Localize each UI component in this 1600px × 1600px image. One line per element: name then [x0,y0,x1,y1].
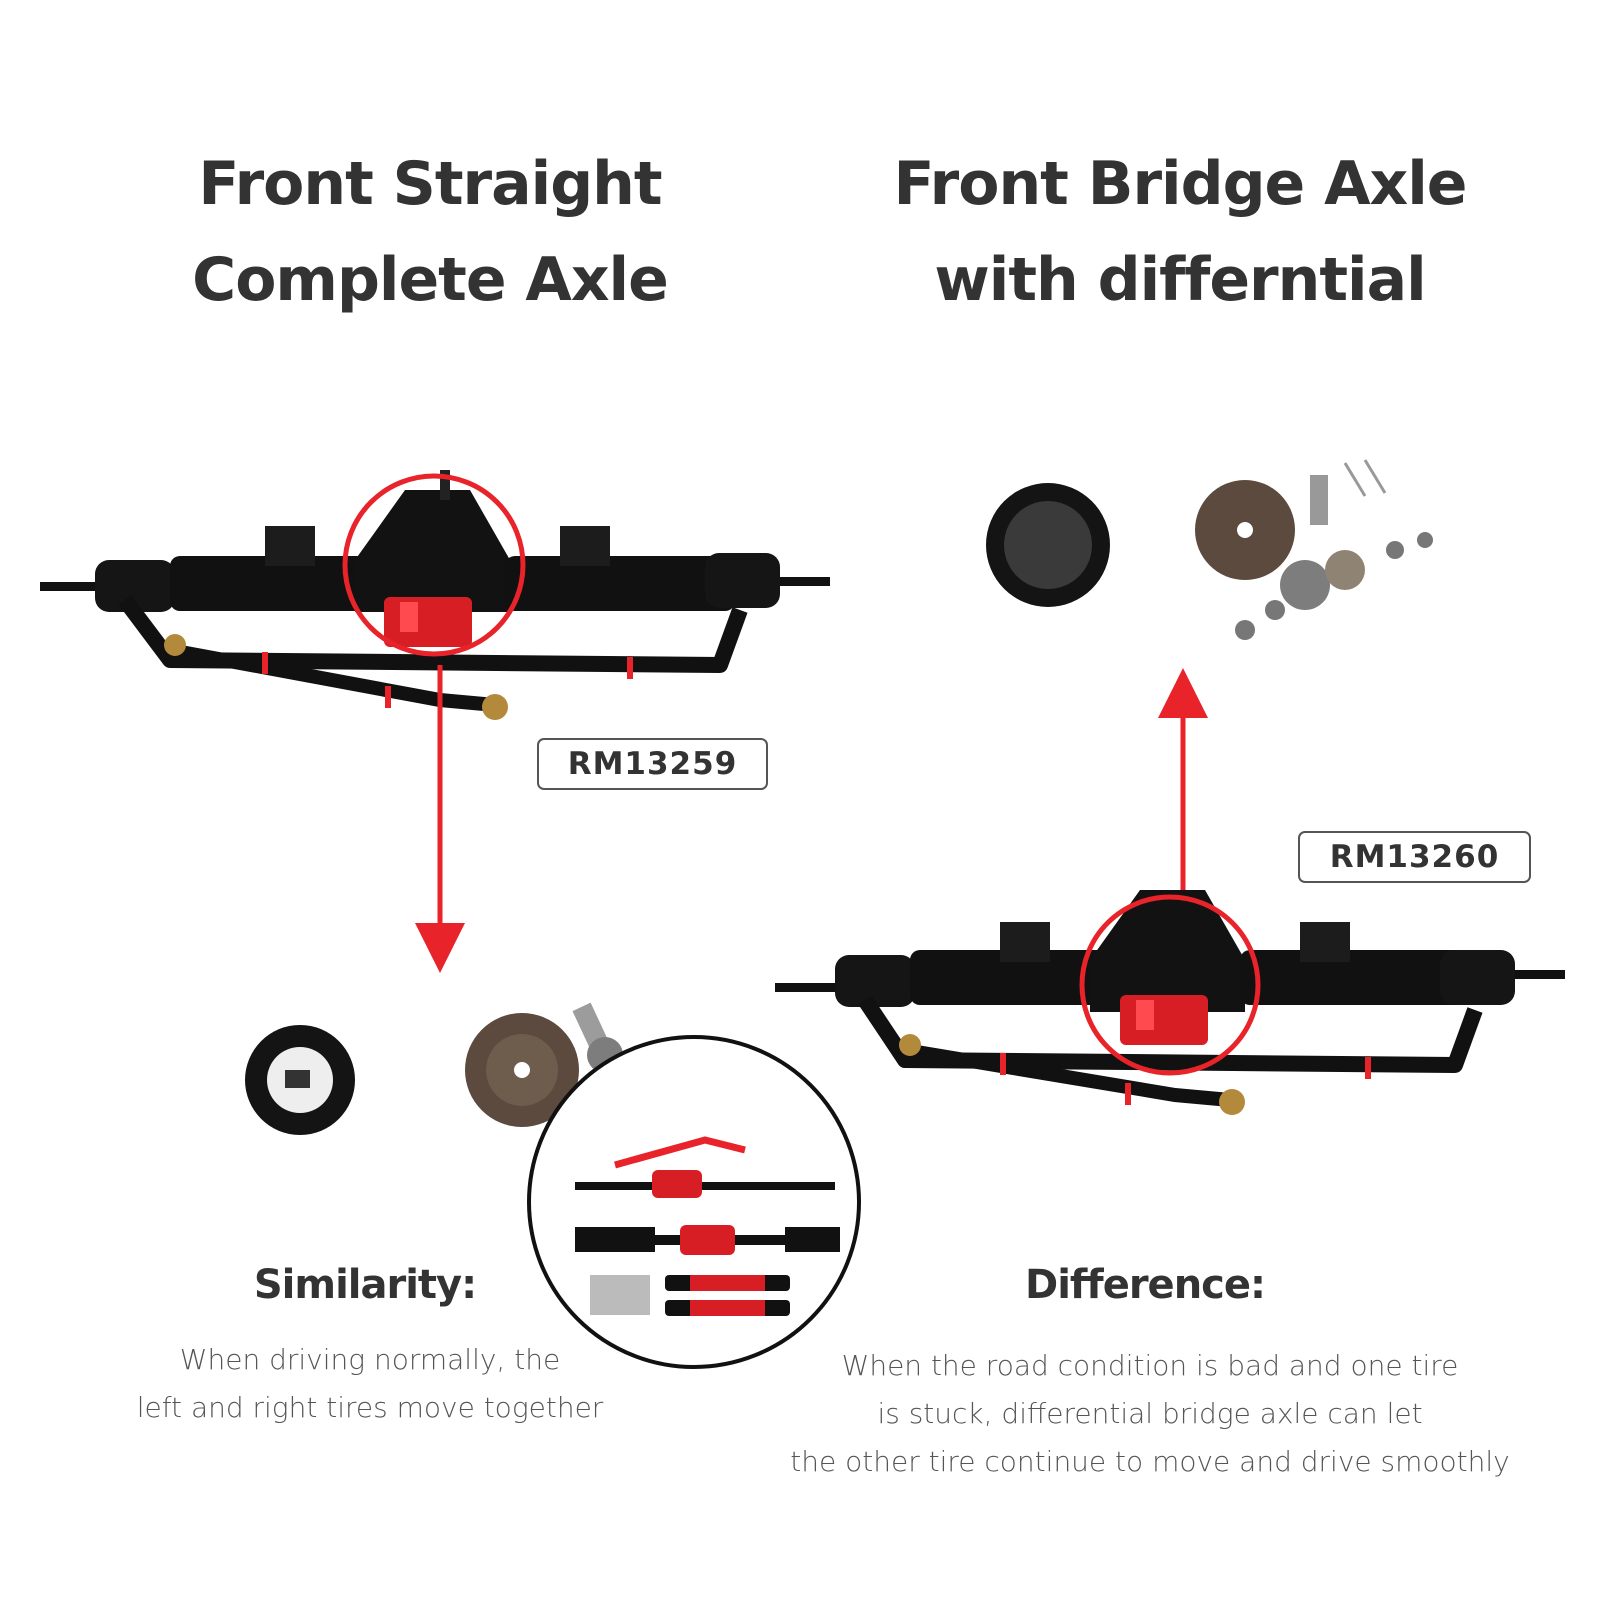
product-code-label-right: RM13260 [1298,831,1531,883]
title-front-straight-axle: Front Straight Complete Axle [150,136,710,328]
axle-image-right [775,890,1565,1115]
description-line: the other tire continue to move and driv… [790,1445,1510,1478]
gear-parts-left [245,1002,623,1135]
title-line: with differntial [934,245,1426,315]
similarity-heading: Similarity: [253,1262,477,1308]
product-code-label-left: RM13259 [537,738,768,790]
description-line: When driving normally, the [179,1343,561,1376]
inset-kit-circle [527,1035,861,1369]
title-front-bridge-axle: Front Bridge Axle with differntial [860,136,1500,328]
gear-parts-right [986,459,1433,640]
description-line: left and right tires move together [136,1391,604,1424]
difference-heading: Difference: [1024,1262,1266,1308]
description-line: When the road condition is bad and one t… [841,1349,1459,1382]
axle-image-left [40,470,830,720]
title-line: Front Straight [198,149,662,219]
title-line: Front Bridge Axle [893,149,1467,219]
difference-description: When the road condition is bad and one t… [770,1342,1530,1486]
description-line: is stuck, differential bridge axle can l… [877,1397,1423,1430]
similarity-description: When driving normally, the left and righ… [100,1336,640,1432]
title-line: Complete Axle [192,245,669,315]
